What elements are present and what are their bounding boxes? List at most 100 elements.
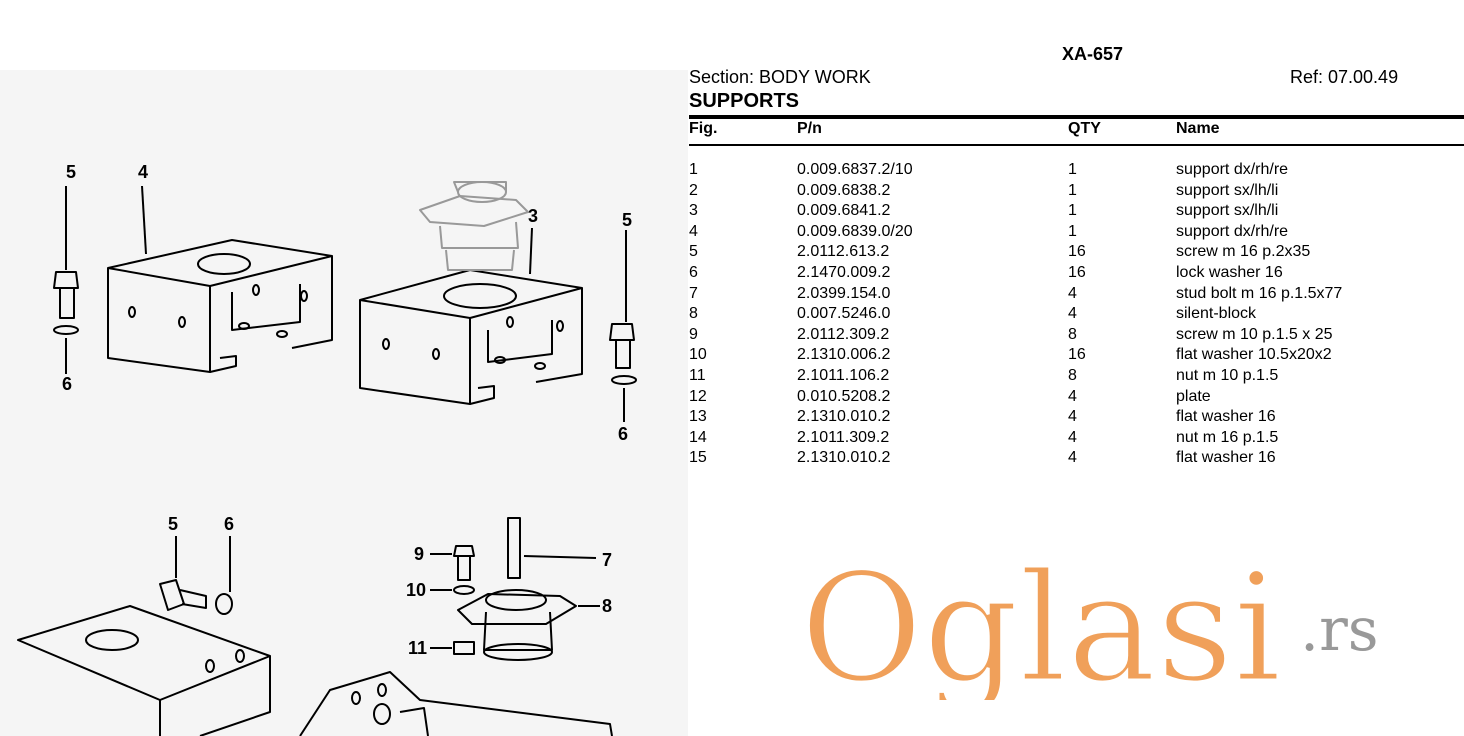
cell-name: lock washer 16 bbox=[1176, 263, 1283, 281]
cell-pn: 2.0112.613.2 bbox=[797, 243, 890, 261]
cell-name: screw m 10 p.1.5 x 25 bbox=[1176, 325, 1333, 343]
parts-table: 1 0.009.6837.2/10 1 support dx/rh/re 2 0.009.… bbox=[689, 161, 1464, 470]
title-rule bbox=[689, 115, 1464, 119]
callout-5-top-left: 5 bbox=[66, 162, 76, 182]
bracket-3 bbox=[359, 269, 583, 405]
screw-9 bbox=[430, 545, 475, 581]
silent-block-ghost bbox=[419, 181, 529, 271]
table-row: 7 2.0399.154.0 4 stud bolt m 16 p.1.5x77 bbox=[689, 285, 1464, 306]
table-row: 5 2.0112.613.2 16 screw m 16 p.2x35 bbox=[689, 243, 1464, 264]
cell-name: support sx/lh/li bbox=[1176, 181, 1279, 199]
callout-4: 4 bbox=[138, 162, 148, 182]
column-name: Name bbox=[1176, 120, 1220, 137]
cell-qty: 1 bbox=[1068, 181, 1077, 199]
cell-qty: 1 bbox=[1068, 202, 1077, 220]
oglasi-watermark: Oglasi .rs bbox=[800, 541, 1379, 701]
cell-qty: 4 bbox=[1068, 428, 1077, 446]
cell-name: screw m 16 p.2x35 bbox=[1176, 243, 1311, 261]
callout-6-left: 6 bbox=[62, 374, 72, 394]
cell-fig: 2 bbox=[689, 181, 698, 199]
cell-pn: 2.1310.006.2 bbox=[797, 346, 891, 364]
bracket-4 bbox=[107, 239, 333, 373]
cell-pn: 2.0399.154.0 bbox=[797, 284, 891, 302]
cell-qty: 16 bbox=[1068, 263, 1086, 281]
column-qty: QTY bbox=[1068, 120, 1101, 137]
cell-pn: 0.010.5208.2 bbox=[797, 387, 891, 405]
cell-qty: 8 bbox=[1068, 366, 1077, 384]
page-title: SUPPORTS bbox=[689, 90, 800, 112]
column-fig: Fig. bbox=[689, 120, 718, 137]
cell-fig: 12 bbox=[689, 387, 707, 405]
cell-fig: 6 bbox=[689, 263, 698, 281]
cell-qty: 1 bbox=[1068, 222, 1077, 240]
cell-pn: 0.009.6837.2/10 bbox=[797, 161, 913, 178]
callout-5-lower: 5 bbox=[168, 514, 178, 534]
screw-5-left bbox=[53, 186, 79, 374]
watermark-brand: Oglasi bbox=[800, 542, 1281, 700]
cell-qty: 1 bbox=[1068, 161, 1077, 178]
cell-fig: 11 bbox=[689, 366, 706, 384]
cell-name: flat washer 10.5x20x2 bbox=[1176, 346, 1332, 364]
cell-fig: 9 bbox=[689, 325, 698, 343]
cell-pn: 2.0112.309.2 bbox=[797, 325, 890, 343]
cell-name: nut m 16 p.1.5 bbox=[1176, 428, 1279, 446]
callout-3: 3 bbox=[528, 206, 538, 226]
cell-fig: 13 bbox=[689, 408, 707, 426]
cell-qty: 16 bbox=[1068, 243, 1086, 261]
cell-pn: 0.009.6841.2 bbox=[797, 202, 891, 220]
cell-name: support dx/rh/re bbox=[1176, 161, 1289, 178]
section-label: Section: BODY WORK bbox=[689, 67, 871, 87]
silent-block-8 bbox=[457, 589, 600, 661]
callout-10: 10 bbox=[406, 580, 426, 600]
cell-pn: 0.009.6838.2 bbox=[797, 181, 891, 199]
table-row: 1 0.009.6837.2/10 1 support dx/rh/re bbox=[689, 161, 1464, 182]
cell-pn: 0.009.6839.0/20 bbox=[797, 222, 913, 240]
cell-name: nut m 10 p.1.5 bbox=[1176, 366, 1279, 384]
callout-7: 7 bbox=[602, 550, 612, 570]
cell-name: support dx/rh/re bbox=[1176, 222, 1289, 240]
cell-fig: 1 bbox=[689, 161, 698, 178]
table-row: 2 0.009.6838.2 1 support sx/lh/li bbox=[689, 182, 1464, 203]
cell-pn: 2.1310.010.2 bbox=[797, 449, 891, 467]
watermark-suffix: .rs bbox=[1300, 595, 1379, 665]
cell-name: stud bolt m 16 p.1.5x77 bbox=[1176, 284, 1343, 302]
screw-lower-right bbox=[373, 703, 429, 736]
cell-pn: 2.1011.106.2 bbox=[797, 366, 890, 384]
callout-6-lower: 6 bbox=[224, 514, 234, 534]
table-row: 6 2.1470.009.2 16 lock washer 16 bbox=[689, 264, 1464, 285]
cell-pn: 0.007.5246.0 bbox=[797, 305, 891, 323]
washer-10 bbox=[430, 585, 475, 595]
cell-fig: 5 bbox=[689, 243, 698, 261]
screw-5-right bbox=[609, 230, 637, 422]
cell-qty: 4 bbox=[1068, 408, 1077, 426]
cell-pn: 2.1011.309.2 bbox=[797, 428, 890, 446]
cell-fig: 8 bbox=[689, 305, 698, 323]
cell-name: plate bbox=[1176, 387, 1211, 405]
cell-pn: 2.1470.009.2 bbox=[797, 263, 891, 281]
callout-numbers: 5 4 3 5 6 6 5 6 9 7 10 8 11 bbox=[62, 162, 632, 658]
cell-qty: 4 bbox=[1068, 449, 1077, 467]
cell-fig: 10 bbox=[689, 346, 707, 364]
callout-11: 11 bbox=[408, 638, 427, 658]
cell-fig: 7 bbox=[689, 284, 698, 302]
cell-qty: 4 bbox=[1068, 305, 1077, 323]
callout-8: 8 bbox=[602, 596, 612, 616]
cell-fig: 4 bbox=[689, 222, 698, 240]
column-pn: P/n bbox=[797, 120, 822, 137]
cell-fig: 15 bbox=[689, 449, 707, 467]
table-row: 4 0.009.6839.0/20 1 support dx/rh/re bbox=[689, 223, 1464, 244]
parts-drawing: 5 4 3 5 6 6 5 6 9 7 10 8 11 bbox=[0, 70, 688, 736]
nut-11 bbox=[430, 641, 475, 655]
bracket-lower bbox=[17, 605, 613, 736]
stud-bolt-7 bbox=[507, 517, 597, 579]
cell-fig: 14 bbox=[689, 428, 707, 446]
table-header: Fig. P/n QTY Name bbox=[689, 119, 1464, 146]
cell-qty: 4 bbox=[1068, 284, 1077, 302]
callout-9: 9 bbox=[414, 544, 424, 564]
cell-name: support sx/lh/li bbox=[1176, 202, 1279, 220]
